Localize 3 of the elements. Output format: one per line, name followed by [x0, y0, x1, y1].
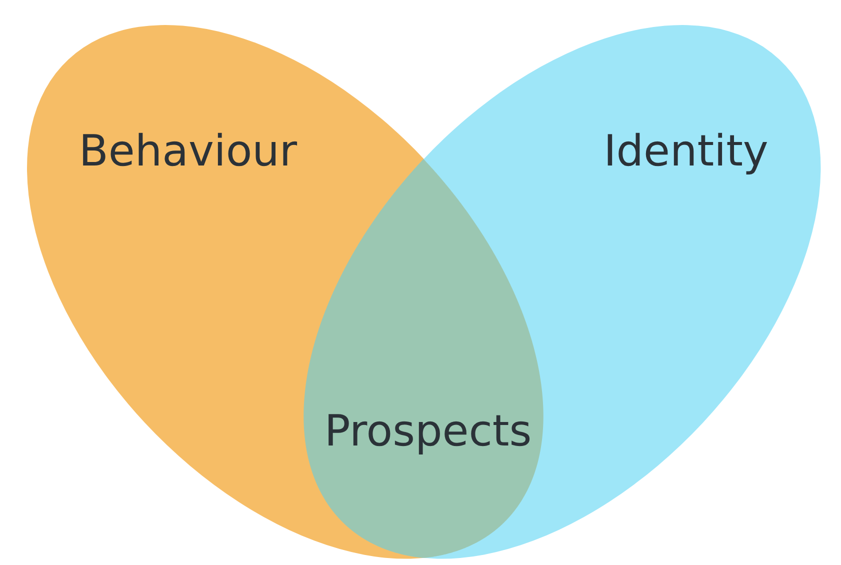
set-label: Prospects [324, 408, 532, 456]
set-label: Behaviour [78, 128, 298, 176]
set-label: Identity [604, 128, 768, 176]
